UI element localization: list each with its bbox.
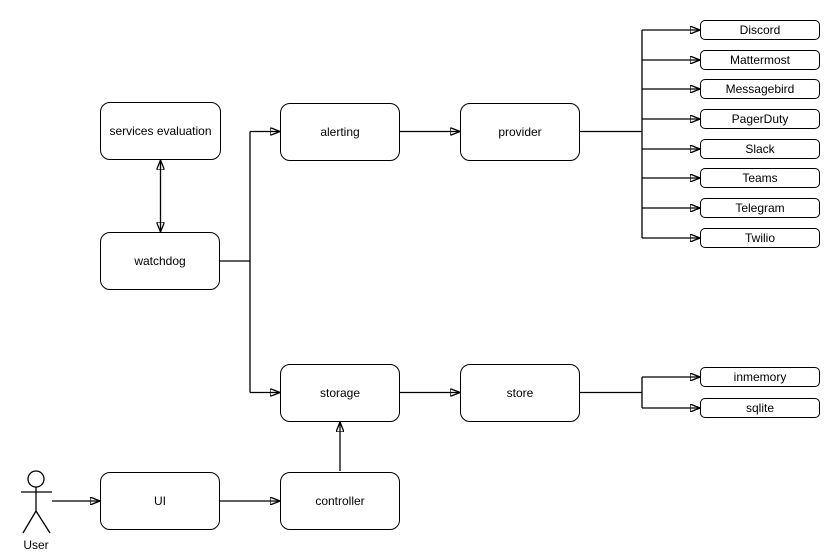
node-provider-messagebird: Messagebird bbox=[700, 79, 820, 99]
node-watchdog: watchdog bbox=[100, 232, 220, 290]
node-store-inmemory: inmemory bbox=[700, 367, 820, 387]
node-storage: storage bbox=[280, 363, 400, 422]
node-services-evaluation: services evaluation bbox=[100, 102, 221, 160]
node-store-sqlite: sqlite bbox=[700, 398, 820, 418]
node-provider-mattermost: Mattermost bbox=[700, 50, 820, 70]
node-provider-pagerduty: PagerDuty bbox=[700, 109, 820, 129]
node-provider-twilio: Twilio bbox=[700, 228, 820, 248]
actor-label: User bbox=[23, 538, 49, 552]
node-controller: controller bbox=[280, 472, 400, 530]
node-provider-discord: Discord bbox=[700, 20, 820, 40]
node-provider-teams: Teams bbox=[700, 168, 820, 188]
node-provider-telegram: Telegram bbox=[700, 198, 820, 218]
node-ui: UI bbox=[100, 472, 220, 530]
node-alerting: alerting bbox=[280, 102, 400, 161]
node-provider-slack: Slack bbox=[700, 139, 820, 159]
node-store: store bbox=[460, 363, 580, 422]
user-actor-icon bbox=[21, 470, 52, 534]
node-provider: provider bbox=[460, 102, 580, 161]
